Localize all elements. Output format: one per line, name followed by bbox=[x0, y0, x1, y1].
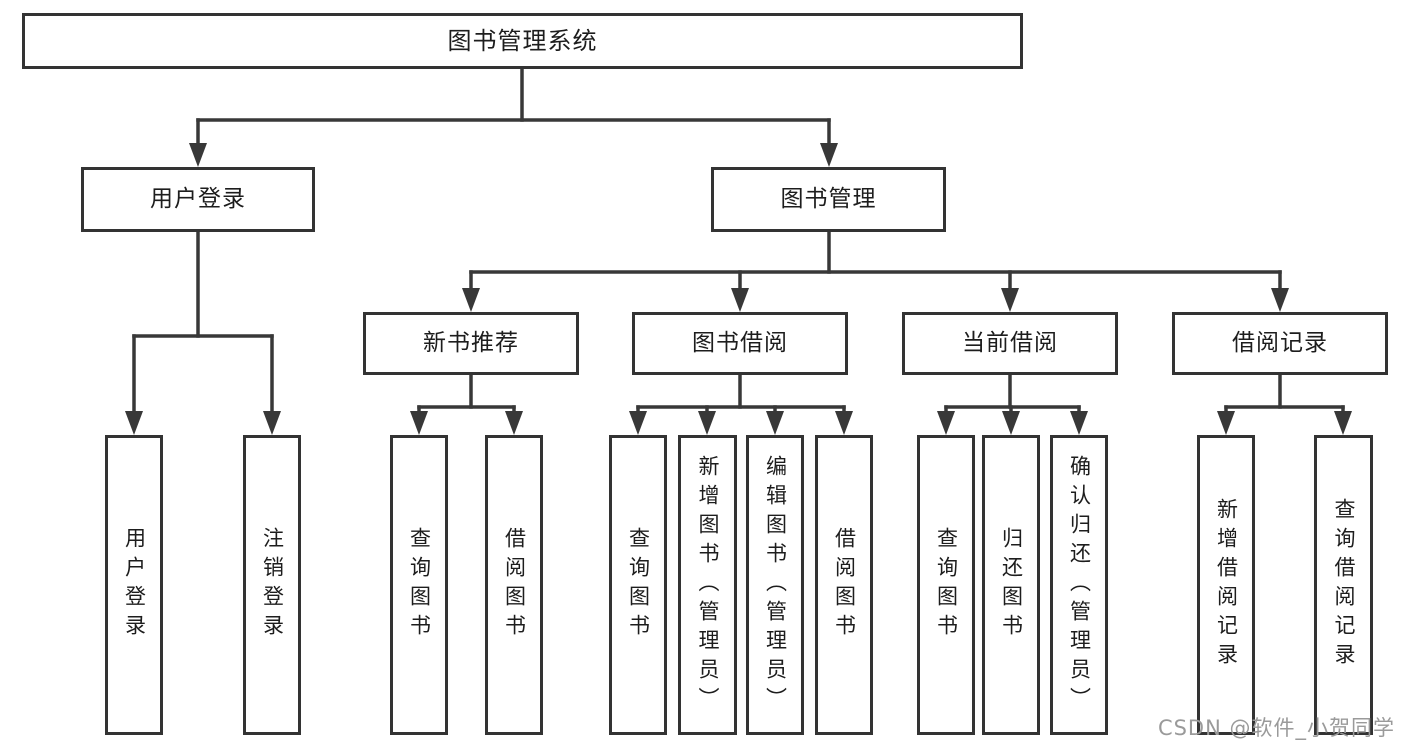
node-book-management: 图书管理 bbox=[711, 167, 946, 232]
leaf-borrow-query-books: 查询图书 bbox=[609, 435, 667, 735]
leaf-current-query-books: 查询图书 bbox=[917, 435, 975, 735]
node-label: 确认归还（管理员） bbox=[1067, 454, 1092, 716]
node-label: 查询借阅记录 bbox=[1332, 498, 1356, 672]
node-label: 当前借阅 bbox=[962, 330, 1058, 356]
node-label: 注销登录 bbox=[260, 527, 285, 643]
node-label: 查询图书 bbox=[626, 527, 651, 643]
node-book-borrow: 图书借阅 bbox=[632, 312, 848, 375]
leaf-user-login: 用户登录 bbox=[105, 435, 163, 735]
node-label: 查询图书 bbox=[934, 527, 959, 643]
leaf-query-borrow-record: 查询借阅记录 bbox=[1314, 435, 1373, 735]
node-label: 新增图书（管理员） bbox=[696, 454, 720, 716]
node-label: 归还图书 bbox=[999, 527, 1024, 643]
node-label: 图书借阅 bbox=[692, 330, 788, 356]
node-label: 借阅图书 bbox=[502, 527, 527, 643]
watermark: CSDN @软件_小贺同学 bbox=[1157, 716, 1395, 740]
node-new-book-recommend: 新书推荐 bbox=[363, 312, 579, 375]
node-label: 新增借阅记录 bbox=[1214, 498, 1239, 672]
leaf-recommend-borrow-books: 借阅图书 bbox=[485, 435, 543, 735]
node-label: 用户登录 bbox=[150, 186, 246, 212]
leaf-recommend-query-books: 查询图书 bbox=[390, 435, 448, 735]
node-label: 新书推荐 bbox=[423, 330, 519, 356]
leaf-add-borrow-record: 新增借阅记录 bbox=[1197, 435, 1255, 735]
node-borrow-records: 借阅记录 bbox=[1172, 312, 1388, 375]
leaf-edit-books-admin: 编辑图书（管理员） bbox=[746, 435, 804, 735]
node-library-management-system: 图书管理系统 bbox=[22, 13, 1023, 69]
leaf-logout: 注销登录 bbox=[243, 435, 301, 735]
node-user-login: 用户登录 bbox=[81, 167, 315, 232]
leaf-borrow-books: 借阅图书 bbox=[815, 435, 873, 735]
node-current-borrow: 当前借阅 bbox=[902, 312, 1118, 375]
leaf-confirm-return-admin: 确认归还（管理员） bbox=[1050, 435, 1108, 735]
node-label: 编辑图书（管理员） bbox=[763, 454, 788, 716]
node-label: 查询图书 bbox=[407, 527, 432, 643]
node-label: 图书管理 bbox=[780, 186, 877, 212]
node-label: 图书管理系统 bbox=[447, 27, 598, 55]
node-label: 借阅记录 bbox=[1232, 330, 1328, 356]
leaf-add-books-admin: 新增图书（管理员） bbox=[678, 435, 737, 735]
leaf-return-books: 归还图书 bbox=[982, 435, 1040, 735]
node-label: 借阅图书 bbox=[832, 527, 857, 643]
node-label: 用户登录 bbox=[122, 527, 147, 643]
